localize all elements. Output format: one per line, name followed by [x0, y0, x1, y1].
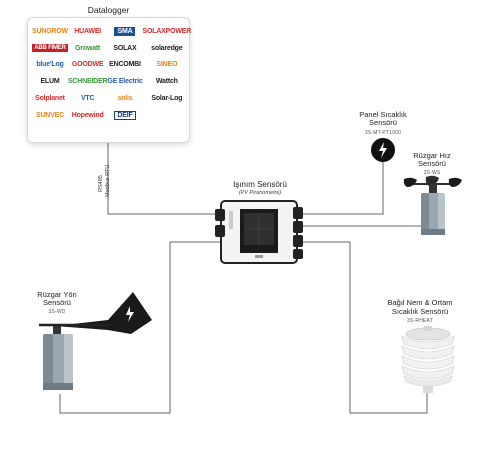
- wind-speed-sensor-title-line2: Sensörü: [418, 159, 446, 168]
- datalogger-title: Datalogger: [87, 5, 130, 15]
- humidity-sensor-title-line2: Sıcaklık Sensörü: [391, 307, 449, 316]
- brand-logo: SINEO: [156, 61, 178, 69]
- wire-datalogger-to-irradiance: [107, 143, 222, 215]
- modbus-rtu-label: Modbus RTU: [105, 164, 111, 197]
- wire-wind-direction: [59, 241, 230, 414]
- brand-logo: Growatt: [75, 44, 101, 52]
- irradiance-sensor-title: Işınım Sensörü: [233, 180, 287, 189]
- brand-logo: SOLAXPOWER: [142, 27, 192, 35]
- brand-logo: solis: [117, 95, 133, 103]
- brand-logo: ENCOMBI: [109, 61, 141, 69]
- brand-logo: SCHNEIDER: [67, 78, 108, 86]
- brand-logo: ELUM: [40, 78, 60, 86]
- panel-temp-sensor-title-line1: Panel Sıcaklık: [359, 110, 407, 119]
- panel-temp-sensor-title-line2: Sensörü: [369, 118, 397, 127]
- brand-logo: Solar-Log: [151, 95, 183, 103]
- brand-logo: ABB FIMER: [32, 44, 68, 53]
- brand-logo: SUNGROW: [32, 27, 68, 35]
- wind-speed-sensor-title-line1: Rüzgar Hız: [413, 151, 451, 160]
- brand-logo: SMA: [114, 26, 136, 36]
- wire-panel-temp: [297, 162, 384, 215]
- irradiance-sensor-device: [215, 200, 303, 264]
- brand-logo: SOLAX: [113, 44, 137, 52]
- wind-direction-sensor-title-line1: Rüzgar Yön: [37, 290, 77, 299]
- brand-logo: HUAWEI: [74, 27, 102, 35]
- wind-direction-sensor-title-line2: Sensörü: [43, 298, 71, 307]
- brand-logo: GOODWE: [71, 61, 104, 69]
- brand-logo: Solplanet: [35, 95, 65, 103]
- brand-logo: VTC: [80, 95, 95, 103]
- brand-logo-grid: SUNGROW HUAWEI SMA SOLAXPOWER ABB FIMER Growa…: [32, 23, 191, 124]
- brand-logo: solaredge: [151, 44, 183, 52]
- datalogger-card: Datalogger SUNGROW HUAWEI SMA SOLAXPOWER ABB…: [27, 5, 191, 143]
- brand-logo: blue'Log: [36, 61, 64, 69]
- humidity-sensor-model: 3S-RHEAT: [407, 318, 433, 324]
- humidity-sensor-title-line1: Bağıl Nem & Ortam: [387, 298, 453, 307]
- wind-speed-sensor-model: 3S-WS: [423, 170, 441, 176]
- irradiance-sensor-subtitle: (PV Piranometre): [238, 190, 282, 196]
- wire-humidity: [283, 241, 428, 414]
- brand-logo: GE Electric: [107, 78, 143, 86]
- brand-logo: SUNVEC: [35, 111, 64, 119]
- humidity-sensor-radiation-shield: [401, 326, 455, 393]
- wind-direction-sensor-device: [39, 292, 152, 390]
- brand-logo: DEIF: [114, 110, 136, 120]
- rs485-label: RS485: [98, 175, 104, 192]
- wind-direction-sensor-model: 3S-WD: [48, 309, 66, 315]
- wind-speed-sensor-device: [403, 175, 462, 235]
- lightning-icon: [379, 142, 387, 158]
- brand-logo: Hopewind: [71, 111, 104, 119]
- brand-logo: Wattch: [155, 78, 178, 86]
- panel-temp-sensor-device: [371, 138, 395, 162]
- panel-temp-sensor-model: 3S-MT-PT1000: [364, 130, 402, 136]
